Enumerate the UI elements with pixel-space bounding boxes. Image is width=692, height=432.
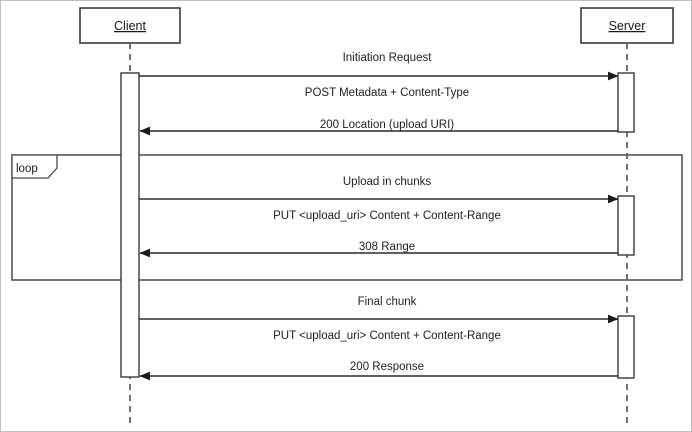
- client-label: Client: [114, 19, 146, 33]
- loop-fragment-box: [11, 154, 683, 281]
- client-activation-bar: [120, 72, 140, 378]
- message-note-initiation-request: Initiation Request: [343, 52, 433, 64]
- message-note-upload-in-chunks: Upload in chunks: [343, 176, 431, 188]
- server-label: Server: [609, 19, 646, 33]
- server-activation-bar-2: [617, 195, 635, 256]
- message-label-308-range: 308 Range: [359, 241, 415, 253]
- loop-fragment-tab: [11, 154, 58, 179]
- loop-fragment: loop: [11, 154, 683, 281]
- message-label-put-final-chunk: PUT <upload_uri> Content + Content-Range: [273, 330, 501, 342]
- participant-server[interactable]: Server: [580, 7, 674, 44]
- loop-fragment-label: loop: [16, 163, 38, 175]
- server-activation-bar-1: [617, 72, 635, 133]
- message-label-200-location: 200 Location (upload URI): [320, 119, 454, 131]
- server-box[interactable]: [580, 7, 674, 44]
- participant-client[interactable]: Client: [79, 7, 181, 44]
- message-label-post-metadata: POST Metadata + Content-Type: [305, 87, 469, 99]
- message-label-put-chunk: PUT <upload_uri> Content + Content-Range: [273, 210, 501, 222]
- message-label-200-response: 200 Response: [350, 361, 424, 373]
- message-note-final-chunk: Final chunk: [358, 296, 417, 308]
- server-activation-bar-3: [617, 315, 635, 379]
